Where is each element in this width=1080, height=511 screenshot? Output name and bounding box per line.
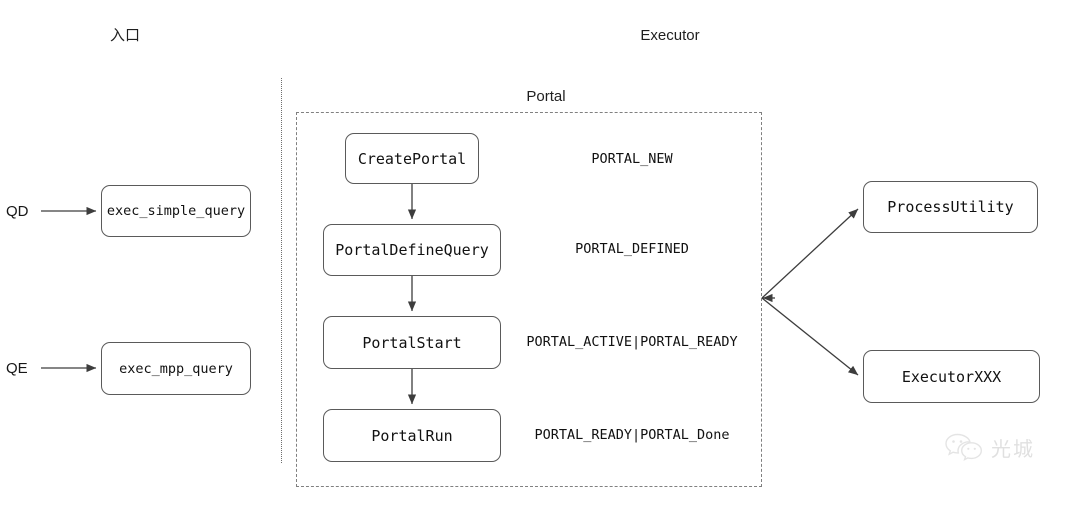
node-exec-mpp-query[interactable]: exec_mpp_query	[101, 342, 251, 395]
node-portal-define-query[interactable]: PortalDefineQuery	[323, 224, 501, 276]
node-exec-simple-query[interactable]: exec_simple_query	[101, 185, 251, 237]
watermark: 光城	[944, 432, 1035, 462]
state-label-portal-active-ready: PORTAL_ACTIVE|PORTAL_READY	[526, 334, 738, 350]
wechat-icon	[944, 432, 984, 462]
state-label-portal-defined: PORTAL_DEFINED	[575, 241, 689, 257]
node-process-utility[interactable]: ProcessUtility	[863, 181, 1038, 233]
watermark-text: 光城	[991, 436, 1035, 461]
node-executor-xxx[interactable]: ExecutorXXX	[863, 350, 1040, 403]
node-portal-start[interactable]: PortalStart	[323, 316, 501, 369]
endpoint-label-qe: QE	[6, 360, 28, 377]
section-title-executor: Executor	[640, 27, 700, 44]
state-label-portal-new: PORTAL_NEW	[591, 151, 673, 167]
state-label-portal-ready-done: PORTAL_READY|PORTAL_Done	[534, 427, 730, 443]
arrow-portal-to-process-utility	[761, 208, 859, 299]
node-create-portal[interactable]: CreatePortal	[345, 133, 479, 184]
node-portal-run[interactable]: PortalRun	[323, 409, 501, 462]
portal-container	[296, 112, 762, 487]
section-title-entry: 入口	[109, 27, 140, 44]
endpoint-label-qd: QD	[6, 203, 29, 220]
arrow-portal-to-executor-xxx	[761, 297, 859, 376]
executor-region-divider	[281, 78, 282, 463]
section-title-portal: Portal	[526, 88, 566, 105]
